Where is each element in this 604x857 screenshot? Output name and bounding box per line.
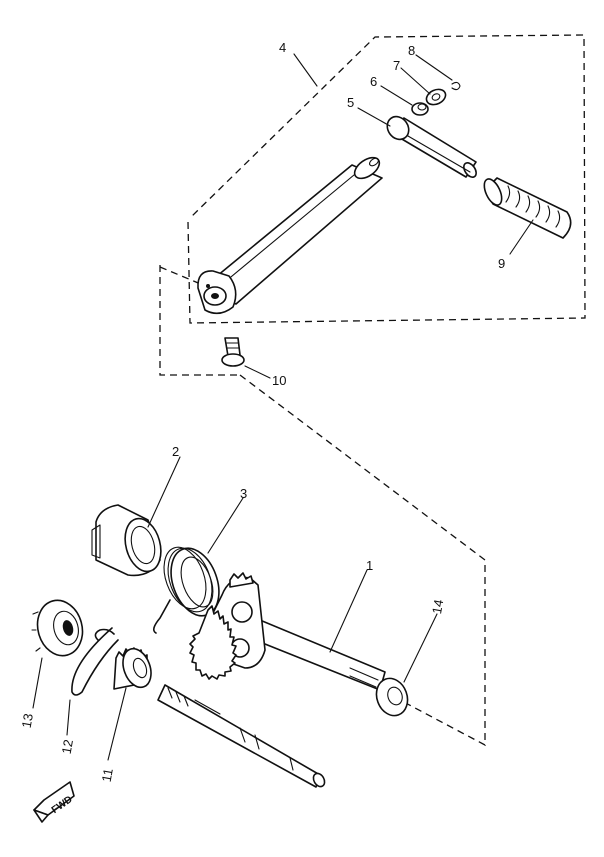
callout-label: 13 bbox=[19, 712, 36, 729]
torsion-spring bbox=[152, 546, 220, 634]
washer bbox=[425, 88, 447, 106]
spring-guide bbox=[91, 504, 162, 577]
bolt bbox=[221, 337, 245, 367]
circlip-large bbox=[71, 627, 119, 696]
crank-boss bbox=[386, 115, 477, 178]
lower-shaft bbox=[157, 684, 326, 788]
kick-idle-gear bbox=[113, 647, 152, 690]
callout-label: 5 bbox=[347, 95, 354, 110]
callout-label: 12 bbox=[59, 738, 76, 755]
callout-label: 2 bbox=[172, 444, 179, 459]
callout-label: 8 bbox=[408, 43, 415, 58]
oil-seal bbox=[375, 677, 409, 717]
kick-crank-arm bbox=[197, 156, 383, 315]
callout-label: 14 bbox=[429, 598, 446, 615]
callout-label: 10 bbox=[272, 373, 286, 388]
callout-label: 6 bbox=[370, 74, 377, 89]
callout-label: 1 bbox=[366, 558, 373, 573]
crank-pedal bbox=[483, 177, 572, 239]
callout-labels: 4 5 6 7 8 9 10 2 3 1 14 13 12 11 bbox=[19, 40, 506, 783]
leader-lines bbox=[32, 53, 534, 761]
callout-label: 11 bbox=[99, 767, 116, 783]
shaft-axis-frame bbox=[239, 374, 486, 747]
front-arrow-icon: FWD bbox=[33, 781, 75, 823]
callout-label: 9 bbox=[498, 256, 505, 271]
bearing bbox=[31, 599, 84, 657]
callout-label: 7 bbox=[393, 58, 400, 73]
callout-label: 3 bbox=[240, 486, 247, 501]
circlip-small bbox=[451, 81, 461, 91]
spring-small bbox=[411, 102, 429, 116]
callout-label: 4 bbox=[279, 40, 286, 55]
